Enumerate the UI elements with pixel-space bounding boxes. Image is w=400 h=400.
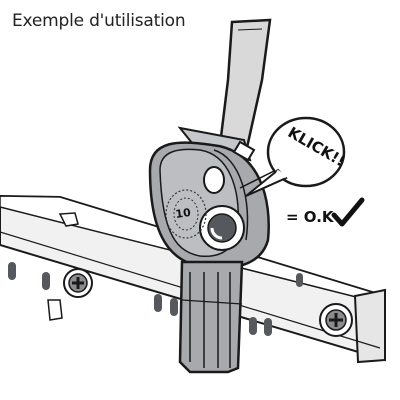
cross-screw-icon (63, 268, 93, 298)
clamp-collar (148, 126, 270, 270)
caption-title: Exemple d'utilisation (12, 11, 186, 31)
ok-label: = O.K (286, 208, 335, 226)
strap (218, 18, 272, 154)
cross-screw-icon (319, 303, 353, 337)
rail-slots (8, 262, 303, 336)
dial-number: 10 (175, 206, 192, 221)
speech-bubble: KLICK!! (239, 116, 348, 197)
check-mark-icon (331, 197, 365, 227)
strap-lower (178, 260, 244, 374)
